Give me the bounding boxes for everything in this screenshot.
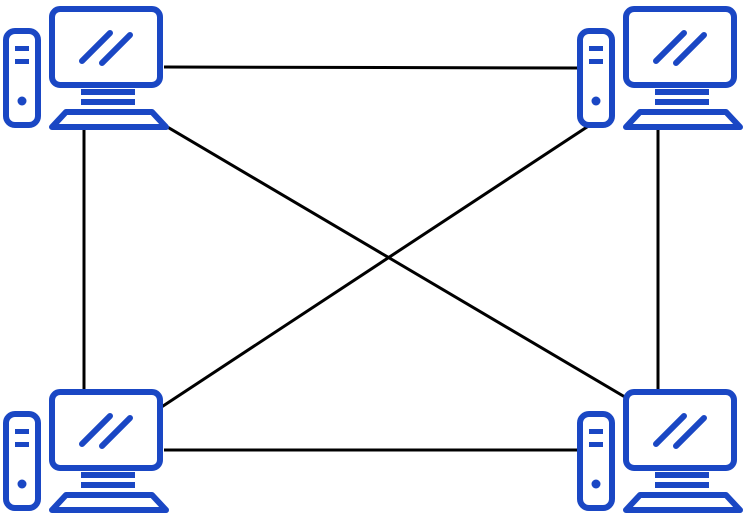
link-top-left-to-top-right [163,65,581,70]
computer-bottom-left-icon [6,392,166,510]
computer-bottom-right-icon [580,392,740,510]
computers-layer [6,9,740,510]
computer-top-right-icon [580,9,740,127]
computer-top-left-icon [6,9,166,127]
links-layer [82,65,660,452]
link-top-right-to-bottom-left [159,123,591,410]
link-top-left-to-bottom-right [163,123,631,402]
